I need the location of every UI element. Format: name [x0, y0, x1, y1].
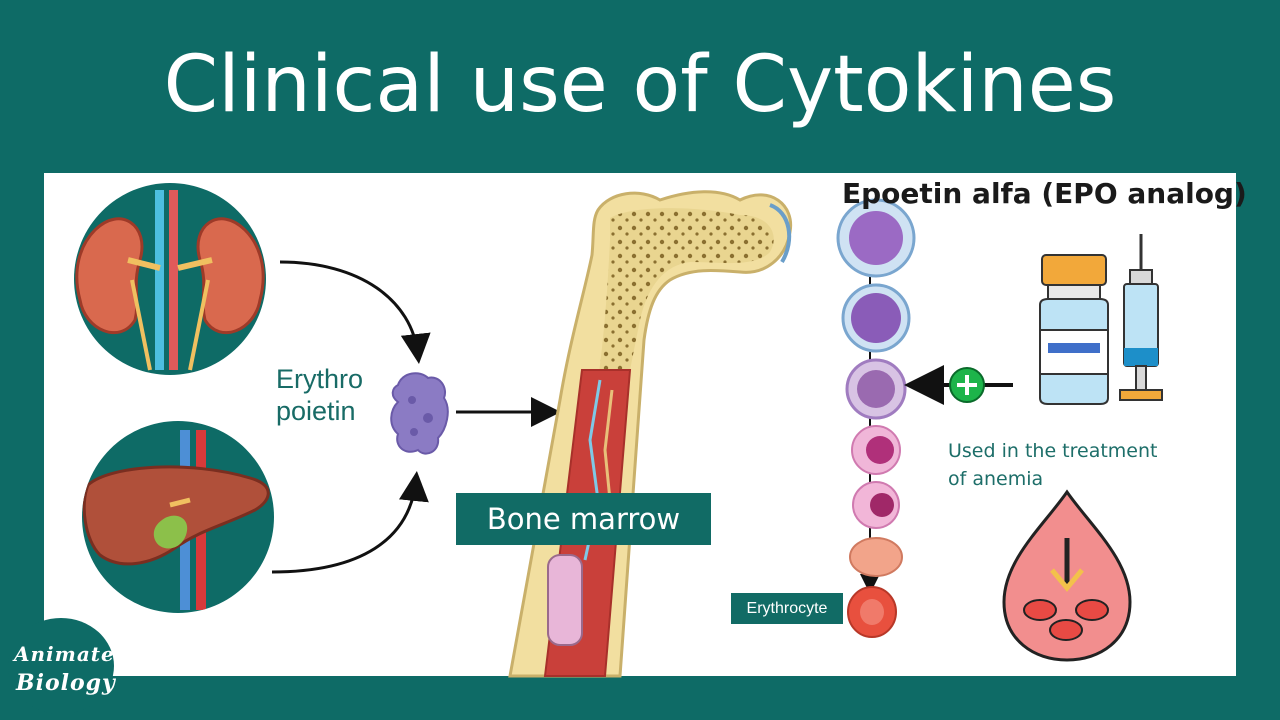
erythropoietin-label: Erythro poietin	[276, 363, 363, 427]
syringe-icon	[1119, 234, 1163, 401]
blood-drop-icon	[1002, 489, 1132, 662]
epoetin-title: Epoetin alfa (EPO analog)	[842, 177, 1247, 210]
erythropoietin-label-line1: Erythro	[276, 364, 364, 394]
page-title: Clinical use of Cytokines	[163, 40, 1117, 130]
anemia-treatment-line1: Used in the treatment	[948, 440, 1158, 462]
bone-marrow-label: Bone marrow	[456, 493, 711, 545]
kidney-icon	[74, 183, 266, 375]
logo-text-line1: Animated	[14, 642, 130, 666]
anemia-treatment-text: Used in the treatment of anemia	[948, 437, 1188, 493]
erythropoietin-protein-icon	[390, 372, 449, 455]
plus-icon	[949, 367, 985, 403]
erythropoietin-label-line2: poietin	[276, 396, 356, 426]
channel-logo	[8, 618, 114, 714]
liver-icon	[82, 421, 274, 613]
vial-icon	[1039, 254, 1109, 405]
cell-lineage	[836, 198, 916, 638]
anemia-treatment-line2: of anemia	[948, 468, 1044, 490]
logo-text-line2: Biology	[16, 670, 116, 696]
erythrocyte-label: Erythrocyte	[731, 593, 843, 624]
